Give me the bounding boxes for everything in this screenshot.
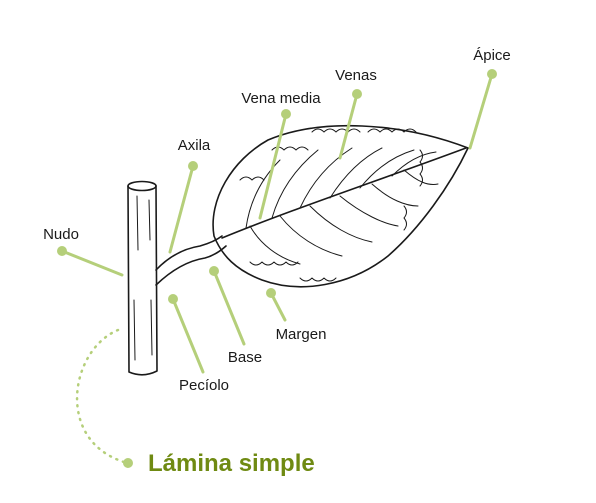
leaf-blade (212, 124, 469, 288)
leader-lamina-simple (75, 328, 133, 468)
leader-margen (266, 288, 287, 322)
leader-venas (338, 89, 362, 160)
petiole (155, 235, 227, 286)
leader-base (209, 266, 246, 346)
label-axila: Axila (178, 137, 211, 154)
label-apice: Ápice (473, 47, 511, 64)
leader-nudo (57, 246, 124, 277)
diagram-title: Lámina simple (148, 450, 315, 477)
label-margen: Margen (276, 326, 327, 343)
label-peciolo: Pecíolo (179, 377, 229, 394)
leader-vena-media (258, 109, 291, 220)
label-vena-media: Vena media (241, 90, 321, 107)
leader-axila (168, 161, 198, 254)
label-nudo: Nudo (43, 226, 79, 243)
leader-peciolo (168, 294, 205, 374)
stem (127, 180, 158, 376)
leader-apice (468, 69, 497, 150)
label-venas: Venas (335, 67, 377, 84)
label-base: Base (228, 349, 262, 366)
